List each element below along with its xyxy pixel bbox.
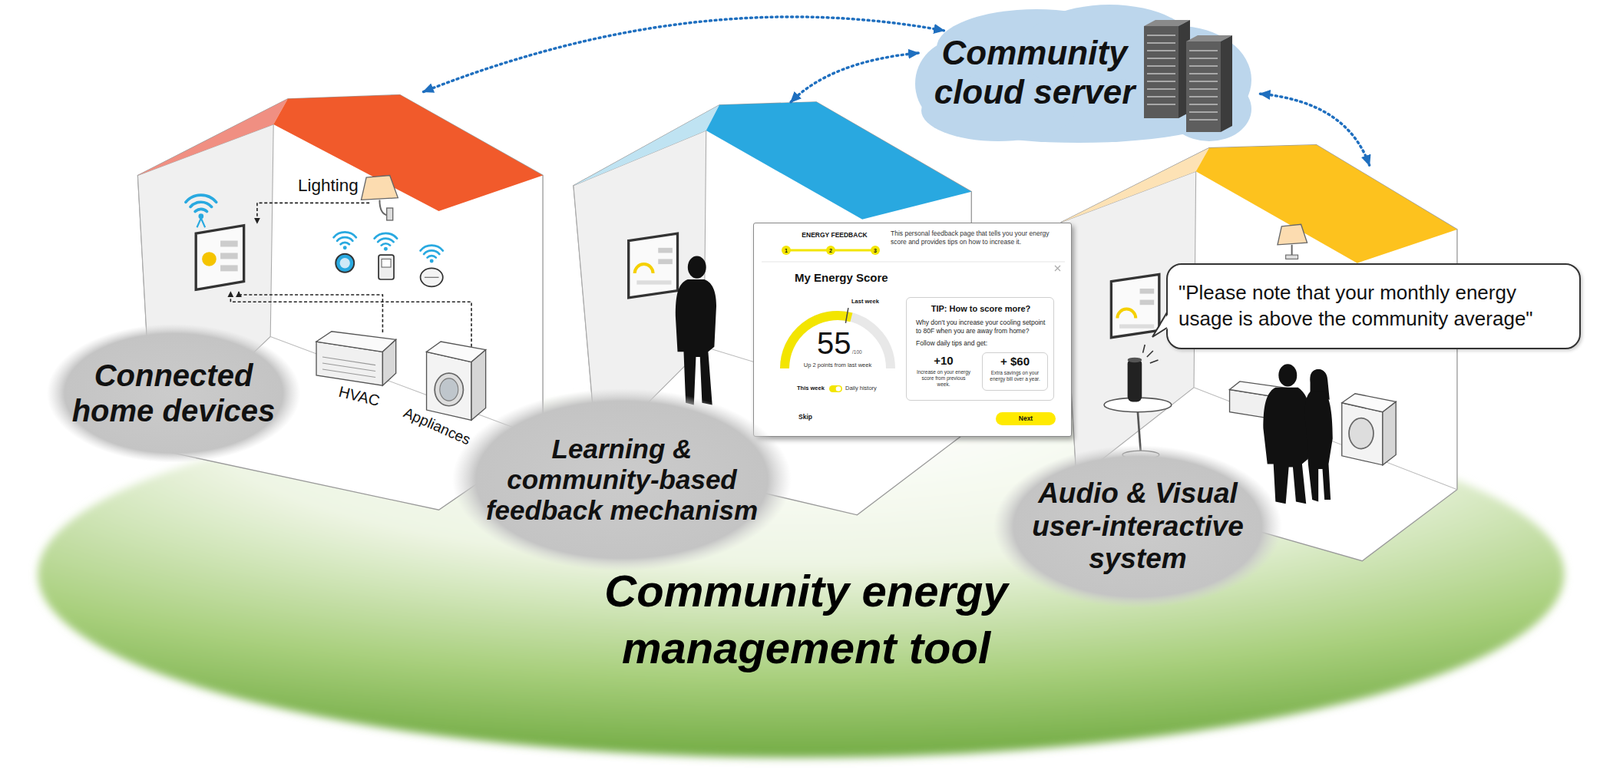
next-button: Next [995, 412, 1056, 426]
score-change: Up 2 points from last week [787, 361, 888, 369]
server-rack [1143, 19, 1233, 133]
skip-link: Skip [798, 413, 813, 421]
reward-text: Extra savings on your energy bill over a… [986, 370, 1044, 383]
reward-value: + $60 [982, 355, 1048, 369]
feedback-panel: ENERGY FEEDBACK This personal feedback pa… [753, 222, 1072, 437]
ellipse-shape [46, 323, 301, 463]
cloud-title: Community cloud server [928, 33, 1141, 112]
node-text: 1 [784, 247, 788, 254]
node-text: Audio & Visual user-interactive system [1018, 477, 1257, 576]
diagram-title: Community energy management tool [568, 562, 1045, 677]
score-max: /100 [852, 349, 863, 356]
reward-text: Increase on your energy score from previ… [915, 369, 972, 387]
tip-note: Follow daily tips and get: [915, 339, 988, 348]
node-text: 3 [873, 247, 877, 254]
text-wrap: 1 [784, 247, 788, 254]
feature-ellipse: Audio & Visual user-interactive system [993, 445, 1283, 609]
reward-value: +10 [912, 354, 975, 368]
gauge-marker-label: Last week [851, 297, 880, 305]
tip-box: TIP: How to score more? Why don't you inc… [905, 297, 1055, 401]
cloud-links [423, 16, 1370, 166]
tip-heading: TIP: How to score more? [906, 304, 1055, 315]
node-text: 2 [829, 247, 833, 254]
step-circle: 3 [870, 245, 880, 255]
node-text: Learning & community-based feedback mech… [476, 433, 768, 527]
reward-box: + $60Extra savings on your energy bill o… [981, 352, 1048, 391]
bubble-tail [1150, 310, 1174, 342]
text-wrap: 2 [829, 247, 833, 254]
feature-ellipse: Learning & community-based feedback mech… [452, 388, 792, 572]
step-circle: 2 [826, 245, 836, 255]
panel-header: ENERGY FEEDBACK [788, 231, 881, 239]
toggle-label: Daily history [845, 384, 877, 392]
text-wrap: Next [1018, 415, 1033, 423]
text-wrap: Learning & community-based feedback mech… [476, 433, 768, 527]
step-circle: 1 [781, 245, 791, 255]
device-label: Lighting [297, 175, 359, 196]
panel-heading: My Energy Score [794, 271, 889, 285]
text-wrap: Audio & Visual user-interactive system [1018, 477, 1257, 576]
text-wrap: 3 [873, 247, 877, 254]
cloud-server: Community cloud server [913, 3, 1256, 145]
panel-description: This personal feedback page that tells y… [890, 229, 1064, 246]
text-wrap: Connected home devices [69, 357, 278, 429]
node-text: Connected home devices [69, 357, 278, 429]
node-text: Next [1018, 415, 1033, 423]
tip-body: Why don't you increase your cooling setp… [915, 318, 1047, 335]
reward-box: +10Increase on your energy score from pr… [912, 352, 976, 392]
toggle-label: This week [796, 384, 825, 392]
node-text: "Please note that your monthly energy us… [1178, 280, 1569, 333]
house-two-items [628, 233, 717, 405]
score-value: 55 [816, 327, 852, 359]
text-wrap: "Please note that your monthly energy us… [1178, 280, 1569, 333]
speech-bubble: "Please note that your monthly energy us… [1166, 263, 1581, 350]
feature-ellipse: Connected home devices [46, 323, 301, 463]
